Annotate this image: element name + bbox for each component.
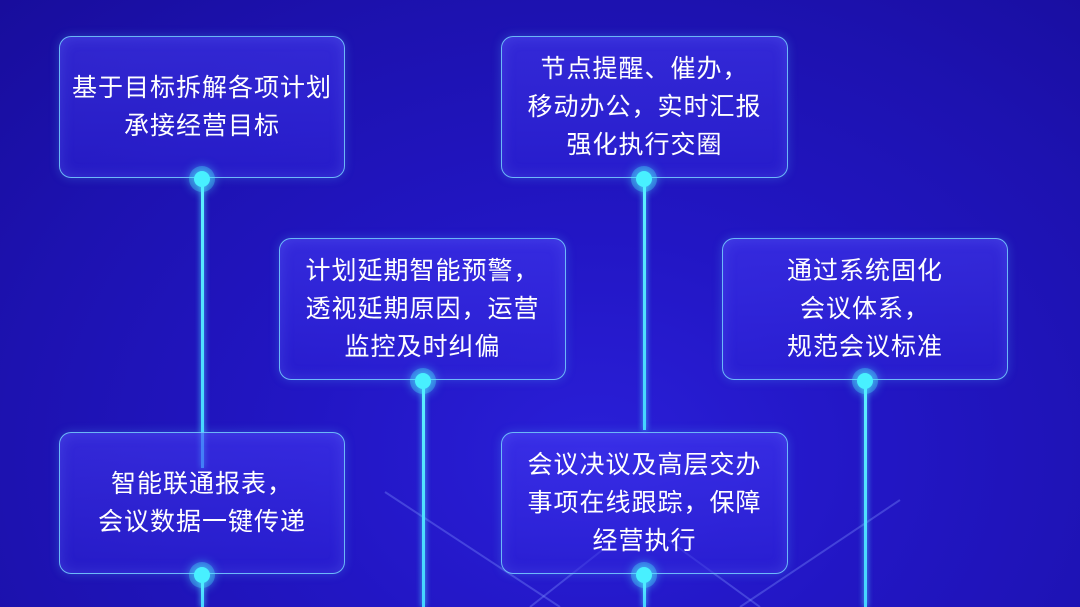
connector-line-2 — [643, 180, 646, 430]
card-text-line: 节点提醒、催办， — [540, 54, 749, 83]
card-delay-warning: 计划延期智能预警， 透视延期原因，运营 监控及时纠偏 — [279, 238, 566, 380]
card-text-line: 事项在线跟踪，保障 — [527, 488, 762, 517]
card-text-line: 基于目标拆解各项计划 — [71, 73, 332, 102]
card-text-line: 承接经营目标 — [123, 111, 280, 140]
card-text-line: 移动办公，实时汇报 — [527, 92, 762, 121]
connector-line-5 — [201, 576, 204, 607]
card-text-line: 规范会议标准 — [786, 332, 943, 361]
connector-node-4 — [857, 373, 873, 389]
card-text-line: 强化执行交圈 — [566, 130, 723, 159]
card-text-line: 会议体系， — [799, 294, 930, 323]
card-report-link: 智能联通报表， 会议数据一键传递 — [59, 432, 345, 574]
card-text-line: 计划延期智能预警， — [305, 256, 540, 285]
card-text-line: 会议决议及高层交办 — [527, 450, 762, 479]
connector-node-1 — [194, 171, 210, 187]
connector-node-2 — [636, 171, 652, 187]
card-node-reminder: 节点提醒、催办， 移动办公，实时汇报 强化执行交圈 — [501, 36, 788, 178]
connector-node-5 — [194, 567, 210, 583]
card-text-line: 智能联通报表， — [110, 469, 293, 498]
card-text-line: 透视延期原因，运营 — [305, 294, 540, 323]
connector-node-3 — [415, 373, 431, 389]
card-text-line: 经营执行 — [592, 526, 697, 555]
card-resolution-tracking: 会议决议及高层交办 事项在线跟踪，保障 经营执行 — [501, 432, 788, 574]
connector-line-6 — [643, 576, 646, 607]
card-text-line: 监控及时纠偏 — [344, 332, 501, 361]
connector-line-1 — [201, 180, 204, 468]
card-text-line: 会议数据一键传递 — [97, 507, 306, 536]
card-text-line: 通过系统固化 — [786, 256, 943, 285]
card-meeting-system: 通过系统固化 会议体系， 规范会议标准 — [722, 238, 1008, 380]
card-target-decompose: 基于目标拆解各项计划 承接经营目标 — [59, 36, 345, 178]
connector-node-6 — [636, 567, 652, 583]
connector-line-3 — [422, 382, 425, 607]
connector-line-4 — [864, 382, 867, 607]
